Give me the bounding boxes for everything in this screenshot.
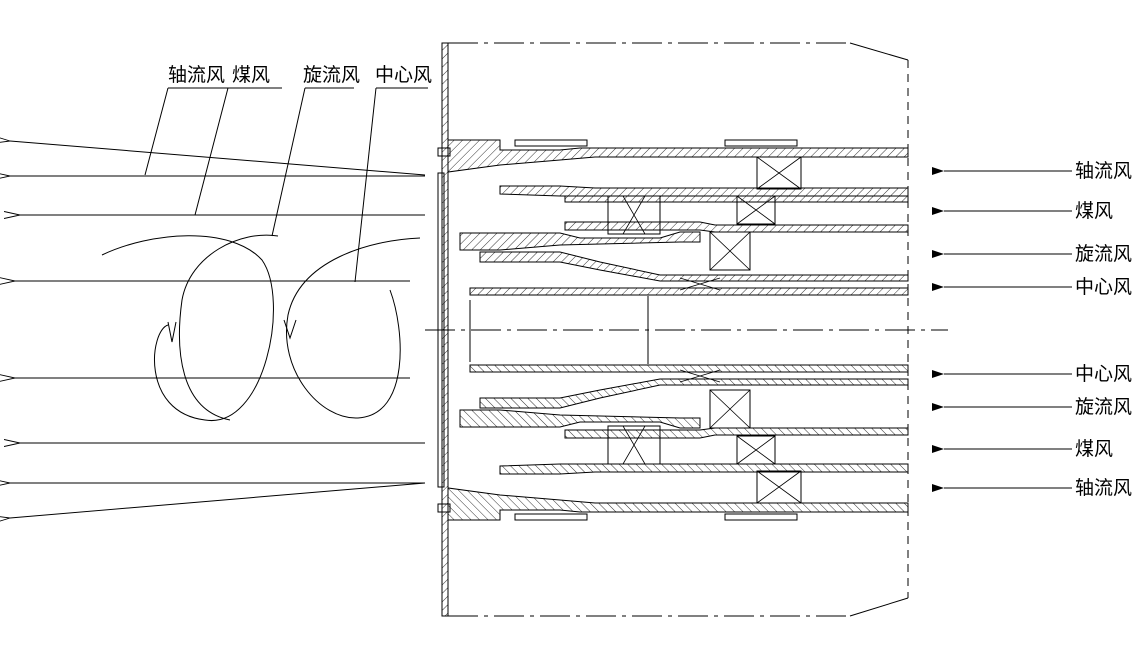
top-label-axial: 轴流风 <box>168 64 226 86</box>
right-label-swirl-bottom: 旋流风 <box>1075 396 1133 418</box>
flow-lines <box>10 141 426 518</box>
swirl-loops <box>101 234 421 421</box>
right-label-center-top: 中心风 <box>1075 276 1133 298</box>
right-label-swirl-top: 旋流风 <box>1075 243 1133 265</box>
right-label-center-bottom: 中心风 <box>1075 363 1133 385</box>
top-label-coal: 煤风 <box>232 64 271 86</box>
right-label-coal-top: 煤风 <box>1075 200 1114 222</box>
right-label-axial-bottom: 轴流风 <box>1075 477 1133 499</box>
center-bore <box>469 296 649 364</box>
label-leaders <box>144 87 428 283</box>
top-label-swirl: 旋流风 <box>303 64 361 86</box>
top-label-center: 中心风 <box>375 64 433 86</box>
right-label-axial-top: 轴流风 <box>1075 160 1133 182</box>
upper-tubes <box>447 139 909 296</box>
inlet-arrows <box>932 167 1072 492</box>
right-label-coal-bottom: 煤风 <box>1075 438 1114 460</box>
lower-tubes <box>447 364 909 521</box>
